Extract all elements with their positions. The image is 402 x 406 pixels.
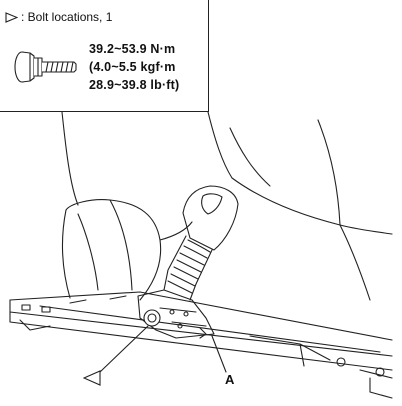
callout-label-a: A (225, 372, 235, 387)
flange-bolt-icon (14, 51, 77, 83)
bolt-location-legend: : Bolt locations, 1 (5, 10, 112, 24)
triangle-outline-icon (5, 11, 18, 23)
triangle-outline-icon (83, 370, 101, 386)
label-a-leader-line (211, 335, 227, 373)
seat-rail (9, 291, 393, 399)
bolt-leader-line (99, 325, 149, 373)
seat-cushion (61, 199, 193, 301)
legend-text: : Bolt locations, 1 (21, 10, 113, 24)
torque-spec-box: : Bolt locations, 1 39.2~53.9 N·m (4.0~5… (0, 0, 209, 112)
buckle-stalk (163, 235, 213, 301)
torque-nm: 39.2~53.9 N·m (89, 42, 176, 56)
torque-lbft: 28.9~39.8 lb·ft) (89, 78, 180, 92)
torque-kgfm: (4.0~5.5 kgf·m (89, 60, 176, 74)
mounting-bolt (143, 309, 161, 327)
buckle-head (182, 185, 239, 251)
seat-back (61, 111, 393, 301)
